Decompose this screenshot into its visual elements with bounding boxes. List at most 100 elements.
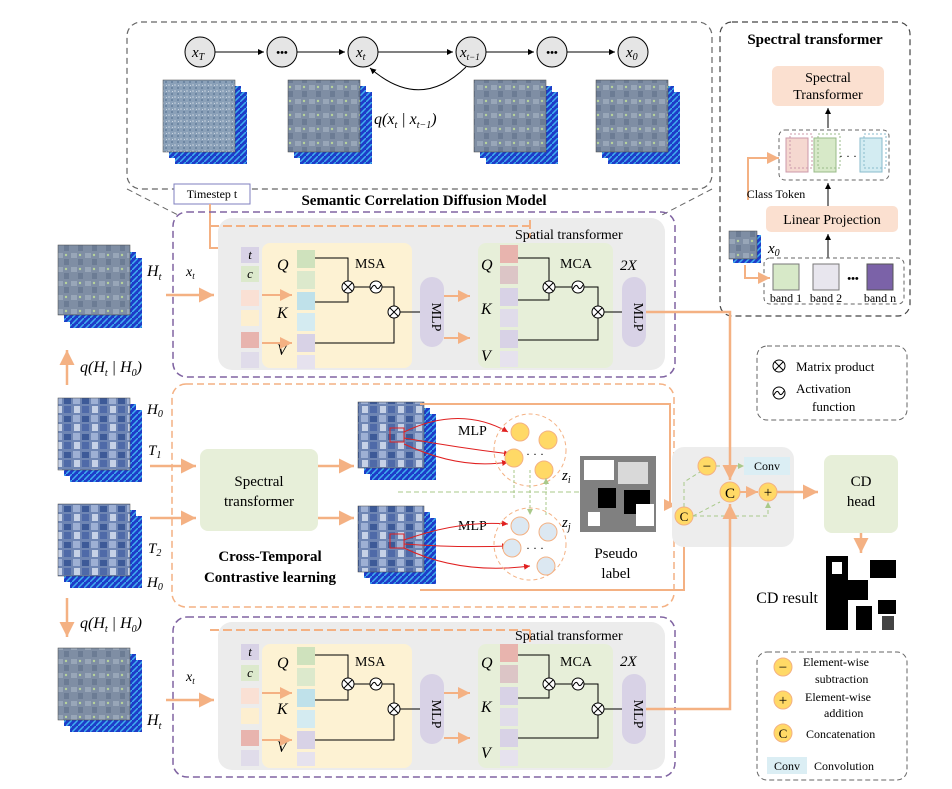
svg-text:subtraction: subtraction bbox=[815, 672, 868, 686]
q-transition-label: q(xt | xt−1) bbox=[374, 111, 437, 131]
t1-feature-cube bbox=[357, 401, 436, 480]
svg-text:xt: xt bbox=[185, 670, 195, 686]
svg-text:Concatenation: Concatenation bbox=[806, 727, 875, 741]
svg-text:x0: x0 bbox=[767, 241, 780, 259]
svg-text:Q: Q bbox=[481, 655, 493, 672]
svg-text:band 2: band 2 bbox=[810, 291, 842, 305]
band-token-cube-1 bbox=[813, 137, 837, 173]
svg-text:c: c bbox=[247, 266, 253, 281]
svg-text:Convolution: Convolution bbox=[814, 759, 874, 773]
svg-text:H0: H0 bbox=[146, 402, 163, 420]
svg-text:xt: xt bbox=[355, 45, 366, 63]
subtraction-icon bbox=[773, 657, 793, 677]
svg-text:addition: addition bbox=[824, 706, 863, 720]
class-token-label: Class Token bbox=[747, 187, 806, 201]
legend-bottom: − Element-wise subtraction + Element-wis… bbox=[756, 651, 908, 781]
svg-text:xT: xT bbox=[191, 45, 206, 63]
svg-text:Q: Q bbox=[277, 655, 289, 672]
x0-thumbnail bbox=[728, 230, 761, 263]
svg-text:−: − bbox=[779, 660, 787, 676]
svg-text:MCA: MCA bbox=[560, 257, 593, 272]
svg-text:label: label bbox=[601, 566, 630, 582]
cd-result-map bbox=[826, 556, 896, 630]
cd-head: CD head bbox=[824, 455, 898, 553]
svg-text:MLP: MLP bbox=[458, 519, 487, 534]
bottom-transformer-branch: Spatial transformer t c Q K V MSA MLP bbox=[172, 616, 676, 778]
svg-text:Element-wise: Element-wise bbox=[805, 690, 871, 704]
svg-text:Spectral: Spectral bbox=[234, 474, 283, 490]
svg-text:Timestep t: Timestep t bbox=[187, 187, 238, 201]
svg-text:MLP: MLP bbox=[630, 303, 645, 332]
spectral-transformer-box bbox=[772, 66, 884, 106]
diffusion-chain: xT ••• xt xt−1 ••• x0 q(xt | xt−1) bbox=[184, 36, 649, 131]
svg-text:transformer: transformer bbox=[224, 494, 294, 510]
svg-text:Contrastive learning: Contrastive learning bbox=[204, 570, 337, 586]
svg-text:V: V bbox=[481, 745, 493, 762]
node-x0 bbox=[617, 36, 649, 68]
svg-text:CD: CD bbox=[851, 474, 872, 490]
svg-text:V: V bbox=[481, 348, 493, 365]
svg-text:T2: T2 bbox=[148, 541, 161, 559]
conv-legend-box bbox=[767, 757, 807, 774]
contrastive-panel: Spectral transformer Cross-Temporal Cont… bbox=[171, 383, 690, 608]
svg-text:K: K bbox=[480, 301, 493, 318]
token-group bbox=[778, 129, 890, 181]
diffusion-title: Semantic Correlation Diffusion Model bbox=[301, 193, 546, 209]
svg-text:c: c bbox=[247, 665, 253, 680]
svg-text:xt: xt bbox=[185, 265, 195, 281]
svg-text:•••: ••• bbox=[276, 47, 288, 59]
svg-text:MSA: MSA bbox=[355, 257, 386, 272]
t1-image-cube bbox=[57, 397, 142, 482]
svg-text:t: t bbox=[248, 247, 252, 262]
class-token-cube bbox=[785, 137, 809, 173]
svg-text:+: + bbox=[779, 693, 787, 709]
spectral-transformer-box bbox=[200, 449, 318, 531]
q-lower-label: q(Ht | H0) bbox=[80, 615, 142, 635]
svg-text:· · ·: · · · bbox=[839, 149, 857, 163]
svg-text:Q: Q bbox=[277, 257, 289, 274]
q-upper-label: q(Ht | H0) bbox=[80, 359, 142, 379]
svg-text:T1: T1 bbox=[148, 443, 161, 461]
ht-cube-bottom bbox=[57, 647, 142, 732]
conv-box bbox=[744, 457, 790, 475]
svg-text:MLP: MLP bbox=[428, 303, 443, 332]
svg-text:MCA: MCA bbox=[560, 655, 593, 670]
band-2 bbox=[812, 263, 840, 291]
t2-feature-cube bbox=[357, 505, 436, 584]
band-n bbox=[866, 263, 894, 291]
svg-text:Transformer: Transformer bbox=[793, 88, 863, 103]
svg-text:· · ·: · · · bbox=[526, 447, 544, 461]
svg-text:MLP: MLP bbox=[458, 424, 487, 439]
svg-text:t: t bbox=[248, 644, 252, 659]
band-group bbox=[763, 257, 905, 305]
pseudo-label-map bbox=[580, 456, 656, 532]
svg-text:Q: Q bbox=[481, 257, 493, 274]
svg-text:Spectral: Spectral bbox=[805, 71, 851, 86]
svg-text:xt−1: xt−1 bbox=[459, 45, 480, 62]
addition-icon bbox=[773, 690, 793, 710]
svg-text:Ht: Ht bbox=[146, 263, 162, 283]
svg-text:zi: zi bbox=[561, 468, 571, 486]
svg-text:Spatial transformer: Spatial transformer bbox=[515, 629, 623, 644]
svg-text:K: K bbox=[276, 701, 289, 718]
svg-text:zj: zj bbox=[561, 515, 571, 533]
svg-text:−: − bbox=[703, 459, 711, 475]
svg-text:K: K bbox=[276, 305, 289, 322]
legend-top: Matrix product Activation function bbox=[756, 345, 908, 421]
svg-text:Pseudo: Pseudo bbox=[594, 546, 637, 562]
cd-result-label: CD result bbox=[756, 590, 818, 607]
svg-text:MLP: MLP bbox=[428, 700, 443, 729]
svg-text:MLP: MLP bbox=[630, 700, 645, 729]
svg-text:2X: 2X bbox=[620, 258, 638, 274]
image-cube-xt bbox=[287, 79, 372, 164]
spectral-panel-title: Spectral transformer bbox=[747, 32, 883, 48]
fusion-block: C − C + Conv bbox=[646, 310, 818, 711]
svg-text:Element-wise: Element-wise bbox=[803, 655, 869, 669]
svg-text:Ht: Ht bbox=[146, 712, 162, 732]
svg-text:· · ·: · · · bbox=[526, 541, 544, 555]
svg-text:Conv: Conv bbox=[754, 459, 780, 473]
band-1 bbox=[772, 263, 800, 291]
concatenation-icon bbox=[773, 723, 793, 743]
ht-cube-top bbox=[57, 244, 142, 328]
noisy-image-cube bbox=[162, 79, 247, 164]
